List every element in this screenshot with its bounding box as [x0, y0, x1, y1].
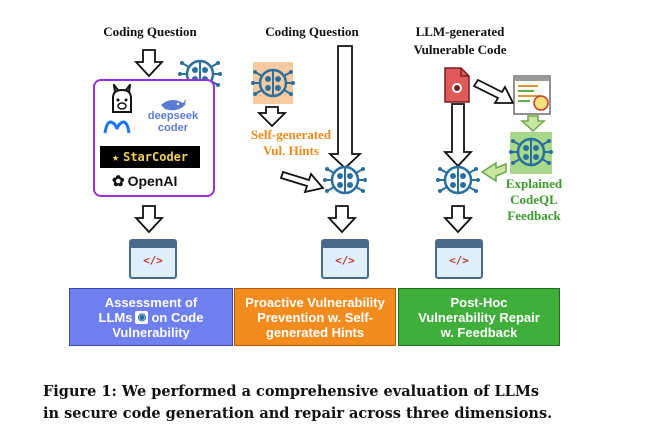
assessment-line3: Vulnerability: [112, 324, 190, 340]
code-tag-col1: </>: [143, 254, 163, 267]
code-window-col3: </>: [435, 239, 483, 279]
col3-header-line2: Vulnerable Code: [413, 42, 507, 57]
result-box-proactive: Proactive Vulnerability Prevention w. Se…: [234, 288, 396, 346]
small-brain-icon: ◉: [135, 310, 149, 324]
arrow-col1-down-1: [133, 49, 165, 78]
posthoc-line2: Vulnerability Repair: [418, 309, 540, 325]
arrow-col3-down-2: [442, 205, 474, 234]
proactive-line3: generated Hints: [265, 324, 365, 340]
assessment-line2: LLMs ◉ on Code: [99, 310, 204, 325]
hints-label-1: Self-generated: [250, 127, 332, 142]
arrow-col2-long: [327, 45, 363, 170]
llm-models-box: [93, 79, 215, 197]
assessment-llms: LLMs: [98, 309, 133, 325]
arrow-col1-down-2: [133, 205, 165, 234]
arrow-col3-green-down: [520, 115, 546, 133]
proactive-line1: Proactive Vulnerability: [245, 294, 385, 310]
col3-header-line1: LLM-generated: [415, 24, 505, 39]
code-tag-col3: </>: [449, 254, 469, 267]
result-box-assessment: Assessment of LLMs ◉ on Code Vulnerabili…: [69, 288, 233, 346]
vulnerable-file-icon: [444, 67, 470, 103]
code-window-col1: </>: [129, 239, 177, 279]
arrow-col3-down-long: [442, 103, 474, 168]
proactive-line2: Prevention w. Self-: [257, 309, 373, 325]
assessment-line1: Assessment of: [104, 294, 198, 310]
starcoder-label: StarCoder: [123, 150, 189, 164]
feedback-label-1: Explained: [505, 176, 563, 191]
code-tag-col2: </>: [335, 254, 355, 267]
meta-icon: [103, 120, 131, 134]
openai-label: OpenAI: [127, 173, 178, 189]
col1-header: Coding Question: [103, 24, 197, 39]
deepseek-whale-icon: [161, 99, 186, 111]
figure-caption: Figure 1: We performed a comprehensive e…: [43, 381, 643, 425]
result-box-posthoc: Post-Hoc Vulnerability Repair w. Feedbac…: [398, 288, 560, 346]
openai-icon: ✿: [112, 173, 125, 190]
code-window-col2: </>: [321, 239, 369, 279]
col2-header: Coding Question: [265, 24, 359, 39]
openai-logo: ✿ OpenAI: [112, 172, 177, 190]
llama-icon: [112, 84, 132, 113]
assessment-on-code: on Code: [151, 309, 204, 325]
hints-label-2: Vul. Hints: [263, 143, 319, 158]
feedback-label-2: CodeQL: [510, 192, 558, 207]
posthoc-line1: Post-Hoc: [450, 294, 508, 310]
arrow-col2-down-1: [256, 106, 288, 128]
arrow-col2-diagonal: [279, 170, 325, 194]
posthoc-line3: w. Feedback: [440, 324, 518, 340]
deepseek-label-2: coder: [158, 122, 188, 134]
hint-brain-icon: [249, 68, 297, 98]
feedback-brain-icon: [507, 137, 555, 167]
starcoder-logo: ★ StarCoder: [100, 146, 200, 168]
arrow-col2-down-2: [326, 205, 358, 234]
star-icon: ★: [111, 150, 120, 164]
arrow-col3-diagonal: [472, 78, 515, 104]
repair-brain-icon: [321, 165, 369, 195]
caption-line2: in secure code generation and repair acr…: [43, 405, 553, 422]
codeql-report-icon: [513, 75, 551, 115]
posthoc-brain-icon: [434, 165, 482, 195]
arrow-col3-left-green: [480, 161, 507, 183]
caption-line1: Figure 1: We performed a comprehensive e…: [43, 383, 540, 400]
deepseek-label-1: deepseek: [147, 110, 199, 122]
feedback-label-3: Feedback: [507, 208, 561, 223]
